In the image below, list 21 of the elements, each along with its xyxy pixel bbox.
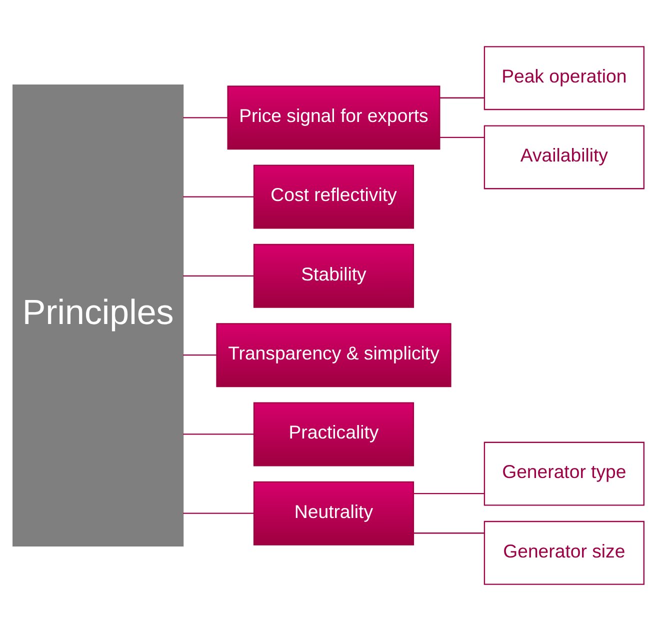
node-box: Cost reflectivity (253, 164, 414, 229)
connector (414, 492, 484, 494)
connector (183, 117, 228, 118)
connector (183, 434, 254, 435)
connector (183, 512, 254, 514)
node-box: Neutrality (253, 481, 414, 546)
connector (414, 532, 484, 534)
connector (183, 196, 254, 198)
node-box: Transparency & simplicity (216, 323, 452, 388)
connector (183, 354, 216, 356)
node-box: Peak operation (484, 46, 644, 110)
node-box: Practicality (253, 402, 414, 466)
node-box: Availability (484, 125, 644, 190)
node-box: Stability (253, 244, 414, 308)
connector (440, 97, 484, 98)
node-box: Principles (12, 84, 184, 547)
node-box: Price signal for exports (227, 86, 440, 150)
connector (183, 275, 254, 277)
connector (440, 136, 484, 138)
node-box: Generator size (484, 520, 644, 585)
node-box: Generator type (484, 442, 644, 506)
